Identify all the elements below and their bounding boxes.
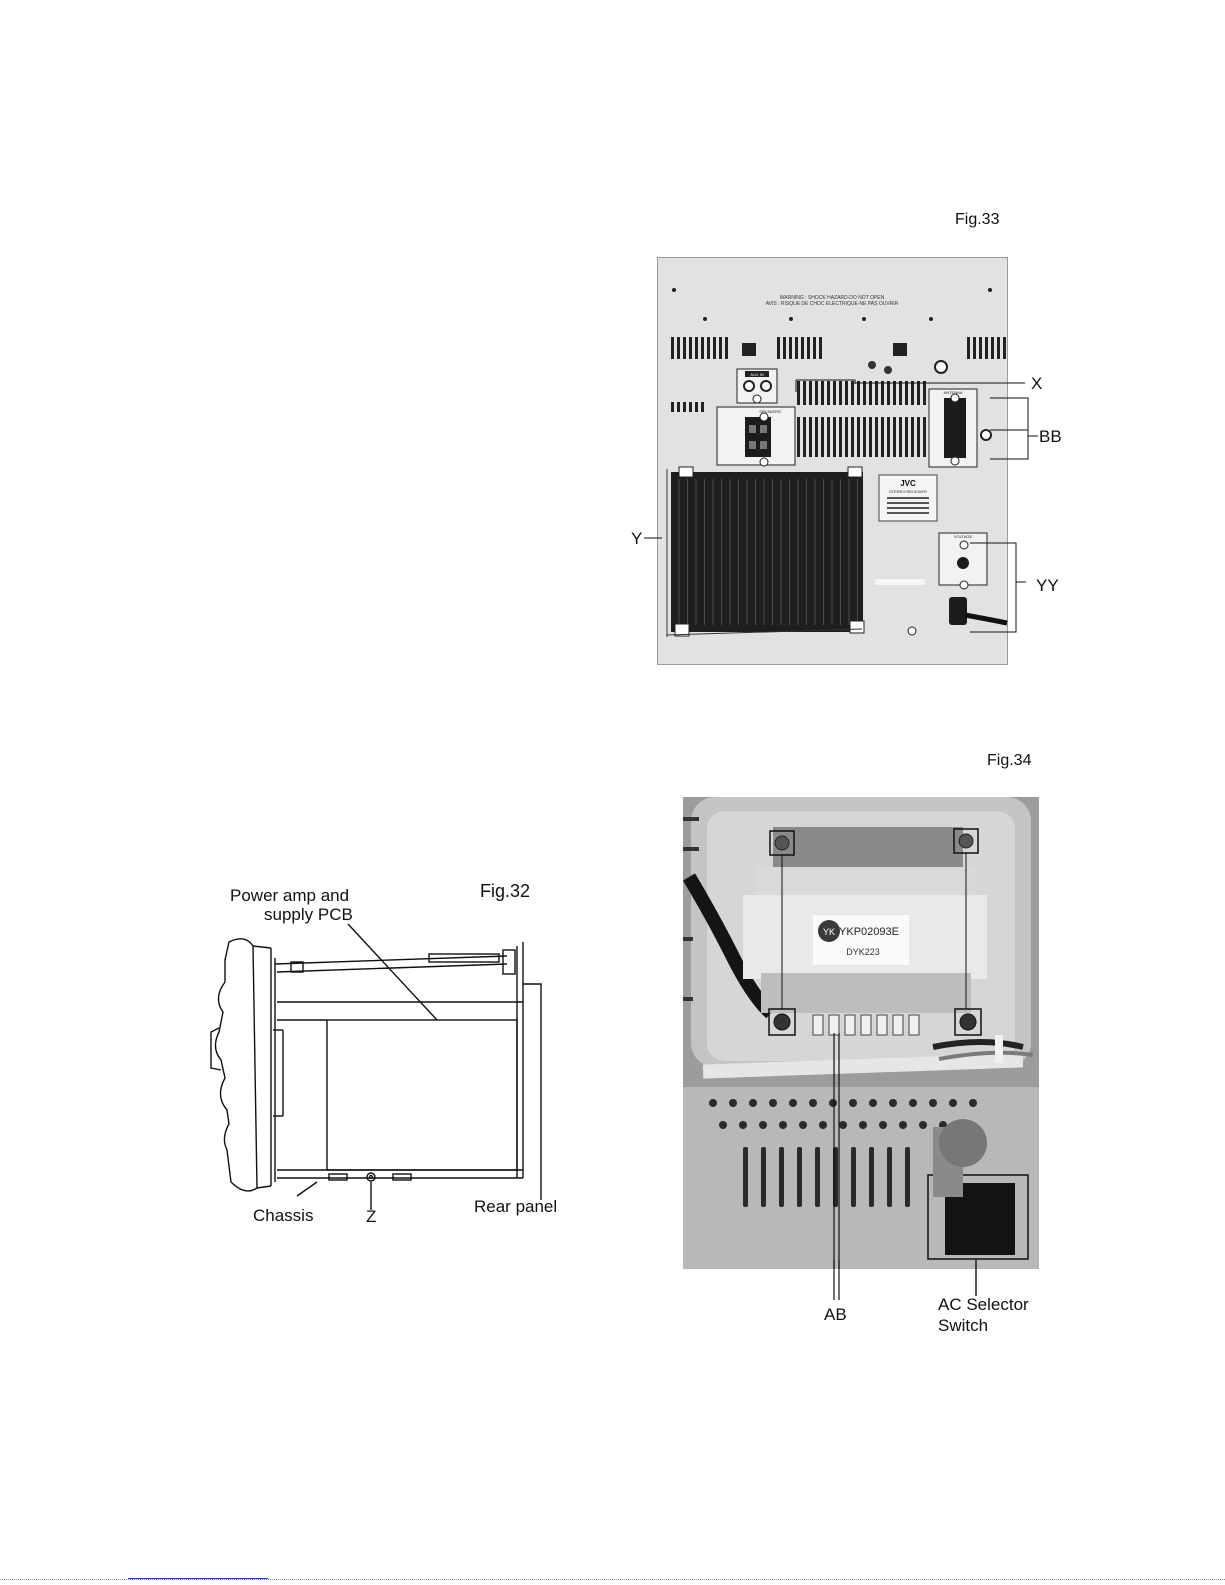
label-rear-panel: Rear panel bbox=[474, 1198, 557, 1215]
label-y: Y bbox=[631, 530, 642, 547]
fig32-caption: Fig.32 bbox=[480, 881, 530, 902]
transformer-code-2: DYK223 bbox=[846, 947, 880, 957]
label-ab: AB bbox=[824, 1306, 847, 1323]
label-z: Z bbox=[366, 1208, 376, 1225]
footer-dotted-rule bbox=[0, 1579, 1225, 1580]
label-x: X bbox=[1031, 375, 1042, 392]
transformer-code-1: YKP02093E bbox=[839, 926, 899, 938]
label-bb: BB bbox=[1039, 428, 1062, 445]
fig33-leaders bbox=[600, 370, 1040, 640]
fig33-caption: Fig.33 bbox=[955, 211, 999, 229]
label-chassis: Chassis bbox=[253, 1207, 313, 1224]
label-ac-selector-line2: Switch bbox=[938, 1317, 988, 1334]
label-ac-selector-line1: AC Selector bbox=[938, 1296, 1029, 1313]
fig32-side-view-diagram bbox=[205, 920, 565, 1210]
fig34-caption: Fig.34 bbox=[987, 752, 1031, 770]
fig34-transformer-photo: YK YKP02093E DYK223 bbox=[683, 797, 1039, 1269]
transformer-logo: YK bbox=[823, 927, 835, 937]
warning-text-2: AVIS : RISQUE DE CHOC ELECTRIQUE-NE PAS … bbox=[766, 301, 899, 307]
label-yy: YY bbox=[1036, 577, 1059, 594]
label-power-amp-line1: Power amp and bbox=[230, 887, 349, 904]
